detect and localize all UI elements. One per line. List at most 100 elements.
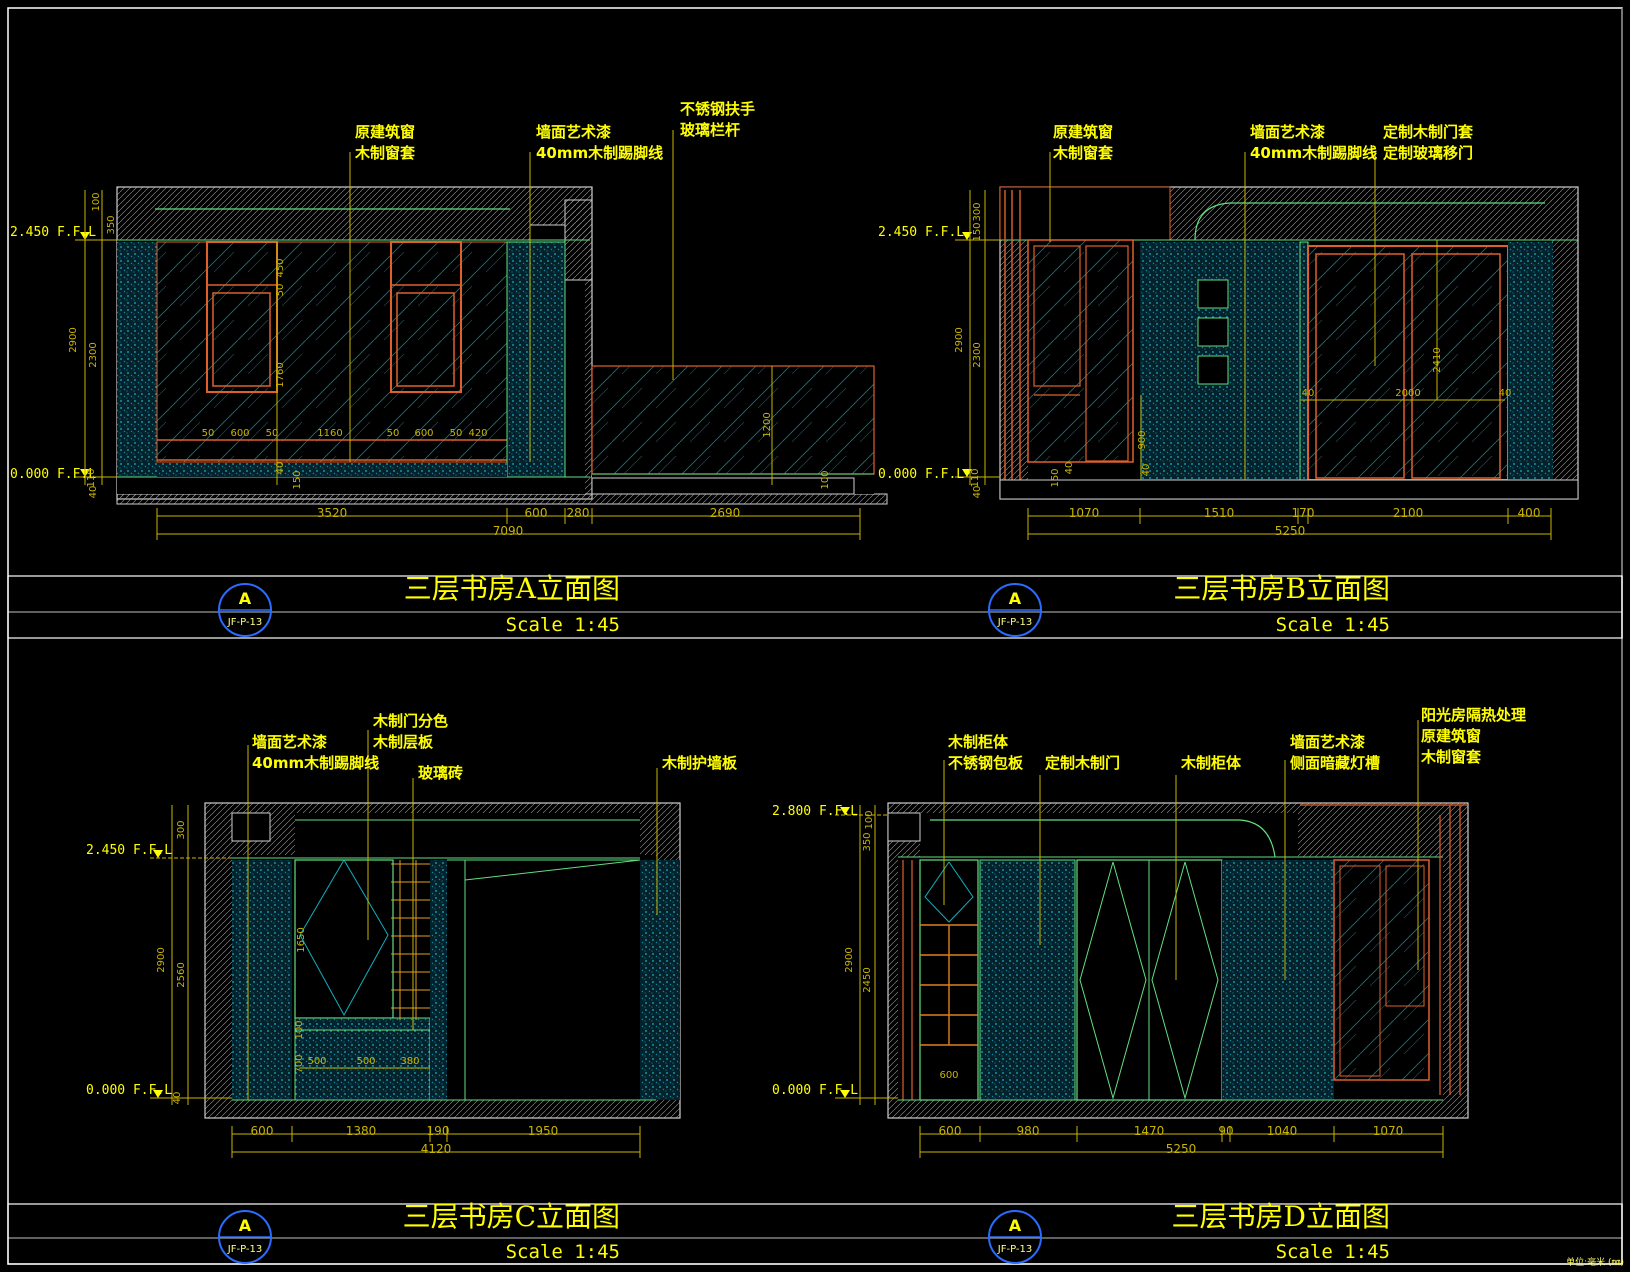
panel-a-elevation <box>75 130 888 540</box>
panel-c-badge-letter: A <box>239 1216 252 1235</box>
panel-c-vertical-dim: 1650 <box>296 927 307 952</box>
panel-b-bottom-dim: 1510 <box>1204 506 1235 520</box>
panel-b-inner-dim: 40 <box>1499 388 1512 399</box>
panel-a-callout-text: 玻璃栏杆 <box>680 121 740 139</box>
panel-b-callout-text: 墙面艺术漆 <box>1250 123 1325 141</box>
panel-a-bottom-dim: 600 <box>525 506 548 520</box>
panel-a-inner-dim: 1160 <box>317 428 342 439</box>
panel-c-bottom-dim: 190 <box>427 1124 450 1138</box>
panel-b-callout-text: 定制玻璃移门 <box>1383 144 1473 162</box>
panel-a-inner-dim: 600 <box>414 428 433 439</box>
panel-b-level-label: 2.450 F.F.L <box>878 225 964 240</box>
panel-a-inner-dim: 50 <box>450 428 463 439</box>
panel-c-bottom-dim: 600 <box>251 1124 274 1138</box>
panel-c-callout-text: 木制门分色 <box>372 712 448 730</box>
panel-a-vertical-dim: 2900 <box>68 327 79 352</box>
panel-a-level-label: 2.450 F.F.L <box>10 225 96 240</box>
panel-a-vertical-dim: 2300 <box>88 342 99 367</box>
title-band-top <box>7 575 1623 639</box>
panel-a-vertical-dim: 1200 <box>762 412 773 437</box>
panel-d-callout-text: 木制柜体 <box>1180 754 1242 772</box>
panel-c-vertical-dim: 2900 <box>156 947 167 972</box>
panel-c-callout-text: 木制层板 <box>372 733 434 751</box>
panel-c-bottom-dim: 1380 <box>346 1124 377 1138</box>
panel-d-vertical-dim: 100 <box>864 810 875 829</box>
panel-c-vertical-dim: 2560 <box>176 962 187 987</box>
panel-b-vertical-dim: 40 <box>972 486 983 499</box>
panel-b-callout-text: 40mm木制踢脚线 <box>1250 144 1377 162</box>
panel-a-bottom-dim: 2690 <box>710 506 741 520</box>
panel-c-inner-dim: 500 <box>307 1056 326 1067</box>
panel-d-badge-letter: A <box>1009 1216 1022 1235</box>
panel-b-vertical-dim: 2410 <box>1432 347 1443 372</box>
panel-b-vertical-dim: 300 <box>972 202 983 221</box>
panel-b-elevation <box>955 152 1579 540</box>
panel-c-callout-text: 墙面艺术漆 <box>252 733 327 751</box>
panel-b-bottom-dim: 1070 <box>1069 506 1100 520</box>
panel-b-callout-text: 定制木制门套 <box>1383 123 1474 141</box>
panel-a-badge-code: JF-P-13 <box>227 617 262 628</box>
panel-a-callout-text: 木制窗套 <box>354 144 416 162</box>
panel-c-bottom-dim: 1950 <box>528 1124 559 1138</box>
panel-d-callout-text: 定制木制门 <box>1045 754 1120 772</box>
panel-b-callout-text: 原建筑窗 <box>1053 123 1113 141</box>
panel-a-callout-text: 40mm木制踢脚线 <box>536 144 663 162</box>
panel-d-inner-dim: 600 <box>939 1070 958 1081</box>
panel-d-callout-text: 墙面艺术漆 <box>1290 733 1365 751</box>
panel-d-callout-text: 原建筑窗 <box>1421 727 1481 745</box>
panel-b-title: 三层书房B立面图 <box>1173 572 1390 605</box>
panel-c-callout-text: 木制护墙板 <box>661 754 738 772</box>
panel-a-callout-text: 不锈钢扶手 <box>680 100 755 118</box>
panel-c-badge-code: JF-P-13 <box>227 1244 262 1255</box>
panel-d-level-label: 2.800 F.F.L <box>772 804 858 819</box>
panel-c-scale: Scale 1:45 <box>506 1241 620 1263</box>
panel-d-vertical-dim: 2900 <box>844 947 855 972</box>
panel-b-vertical-dim: 110 <box>970 468 981 487</box>
panel-d-callout-text: 木制柜体 <box>947 733 1009 751</box>
panel-c-level-label: 0.000 F.F.L <box>86 1083 172 1098</box>
panel-d-bottom-dim: 1470 <box>1134 1124 1165 1138</box>
panel-c-callout-text: 40mm木制踢脚线 <box>252 754 379 772</box>
panel-d-callout-text: 阳光房隔热处理 <box>1421 706 1526 724</box>
panel-a-inner-dim: 50 <box>266 428 279 439</box>
panel-a-vertical-dim: 50 <box>275 284 286 297</box>
panel-a-badge-letter: A <box>239 589 252 608</box>
panel-a-vertical-dim: 100 <box>820 470 831 489</box>
panel-a-callout-text: 墙面艺术漆 <box>536 123 611 141</box>
panel-d-bottom-dim: 600 <box>939 1124 962 1138</box>
panel-b-bottom-dim: 400 <box>1518 506 1541 520</box>
panel-a-inner-dim: 600 <box>230 428 249 439</box>
panel-a-inner-dim: 420 <box>468 428 487 439</box>
panel-d-bottom-dim: 1040 <box>1267 1124 1298 1138</box>
title-band-bottom <box>7 1203 1623 1265</box>
panel-a-vertical-dim: 1760 <box>275 362 286 387</box>
panel-b-vertical-dim: 2900 <box>954 327 965 352</box>
panel-a-vertical-dim: 150 <box>292 470 303 489</box>
panel-d-title: 三层书房D立面图 <box>1172 1200 1390 1233</box>
panel-b-bottom-dim: 170 <box>1292 506 1315 520</box>
panel-d-callout-text: 不锈钢包板 <box>948 754 1024 772</box>
panel-d-bottom-dim: 1070 <box>1373 1124 1404 1138</box>
panel-a-vertical-dim: 350 <box>106 215 117 234</box>
panel-a-vertical-dim: 40 <box>88 486 99 499</box>
panel-c-inner-dim: 500 <box>356 1056 375 1067</box>
panel-a-vertical-dim: 450 <box>275 258 286 277</box>
panel-a-scale: Scale 1:45 <box>506 614 620 636</box>
panel-b-vertical-dim: 40 <box>1064 462 1075 475</box>
panel-d-bottom-dim: 90 <box>1218 1124 1233 1138</box>
panel-b-badge-code: JF-P-13 <box>997 617 1032 628</box>
panel-c-inner-dim: 380 <box>400 1056 419 1067</box>
panel-d-vertical-dim: 350 <box>862 832 873 851</box>
panel-c-callout-text: 玻璃砖 <box>418 764 463 782</box>
panel-b-badge-letter: A <box>1009 589 1022 608</box>
panel-b-vertical-dim: 2300 <box>972 342 983 367</box>
panel-a-bottom-dim: 3520 <box>317 506 348 520</box>
panel-a-inner-dim: 50 <box>202 428 215 439</box>
panel-b-vertical-dim: 150 <box>1050 468 1061 487</box>
panel-a-total-dim: 7090 <box>493 524 524 538</box>
panel-a-vertical-dim: 40 <box>275 462 286 475</box>
panel-d-bottom-dim: 980 <box>1017 1124 1040 1138</box>
panel-b-bottom-dim: 2100 <box>1393 506 1424 520</box>
panel-d-level-label: 0.000 F.F.L <box>772 1083 858 1098</box>
